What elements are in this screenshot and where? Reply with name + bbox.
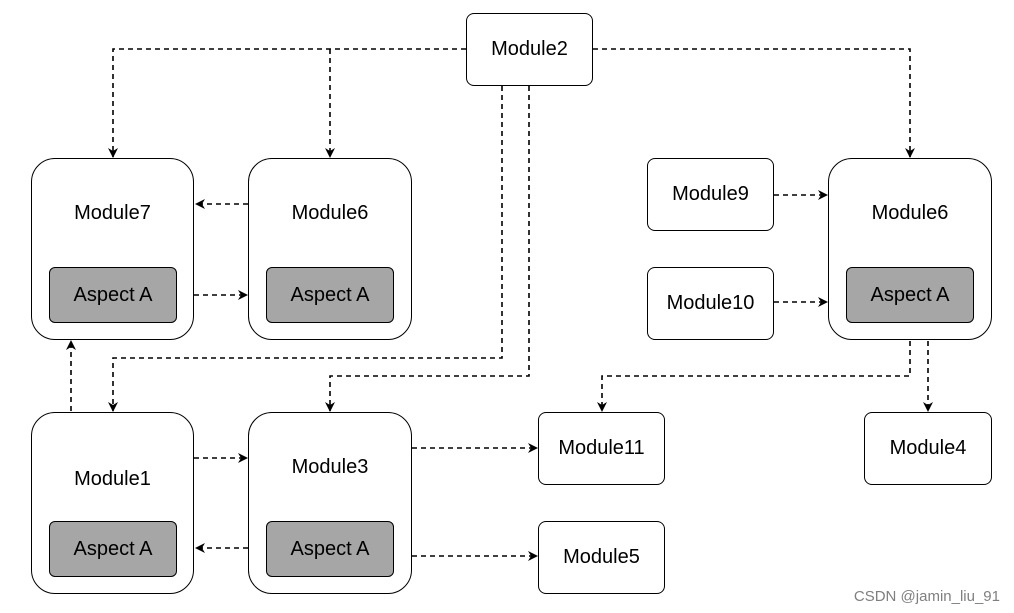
module9-label: Module9 [672,183,749,205]
aspect-label: Aspect A [290,537,370,560]
module3-aspect-a: Aspect A [266,521,394,577]
edge-module2-to-module7 [108,48,466,158]
module1-node: Module1 Aspect A [31,412,194,594]
module6-right-aspect-a: Aspect A [846,267,974,323]
module10-label: Module10 [666,292,755,314]
watermark: CSDN @jamin_liu_91 [853,588,1000,605]
module6-left-aspect-a: Aspect A [266,267,394,323]
module4-node: Module4 [864,412,992,485]
aspect-label: Aspect A [870,283,950,306]
module11-node: Module11 [538,412,665,485]
aspect-label: Aspect A [290,283,370,306]
module1-label: Module1 [74,468,151,490]
module2-node: Module2 [466,13,593,86]
edge-module2-to-module6-right [593,48,915,158]
module9-node: Module9 [647,158,774,231]
aspect-label: Aspect A [73,283,153,306]
module3-label: Module3 [291,456,369,478]
module5-node: Module5 [538,521,665,594]
module10-node: Module10 [647,267,774,340]
module2-label: Module2 [491,38,568,60]
module3-node: Module3 Aspect A [248,412,412,594]
module5-label: Module5 [563,546,640,568]
edge-module6-right-to-module11 [597,341,911,412]
edge-module2-to-module1 [108,86,503,412]
module6-left-node: Module6 Aspect A [248,158,412,340]
module7-label: Module7 [74,202,151,224]
edge-module2-to-module3 [325,86,530,412]
module4-label: Module4 [889,437,967,459]
module6-right-label: Module6 [871,202,949,224]
module7-node: Module7 Aspect A [31,158,194,340]
aspect-label: Aspect A [73,537,153,560]
module7-aspect-a: Aspect A [49,267,177,323]
module11-label: Module11 [558,437,645,459]
module6-left-label: Module6 [291,202,369,224]
module6-right-node: Module6 Aspect A [828,158,992,340]
module1-aspect-a: Aspect A [49,521,177,577]
